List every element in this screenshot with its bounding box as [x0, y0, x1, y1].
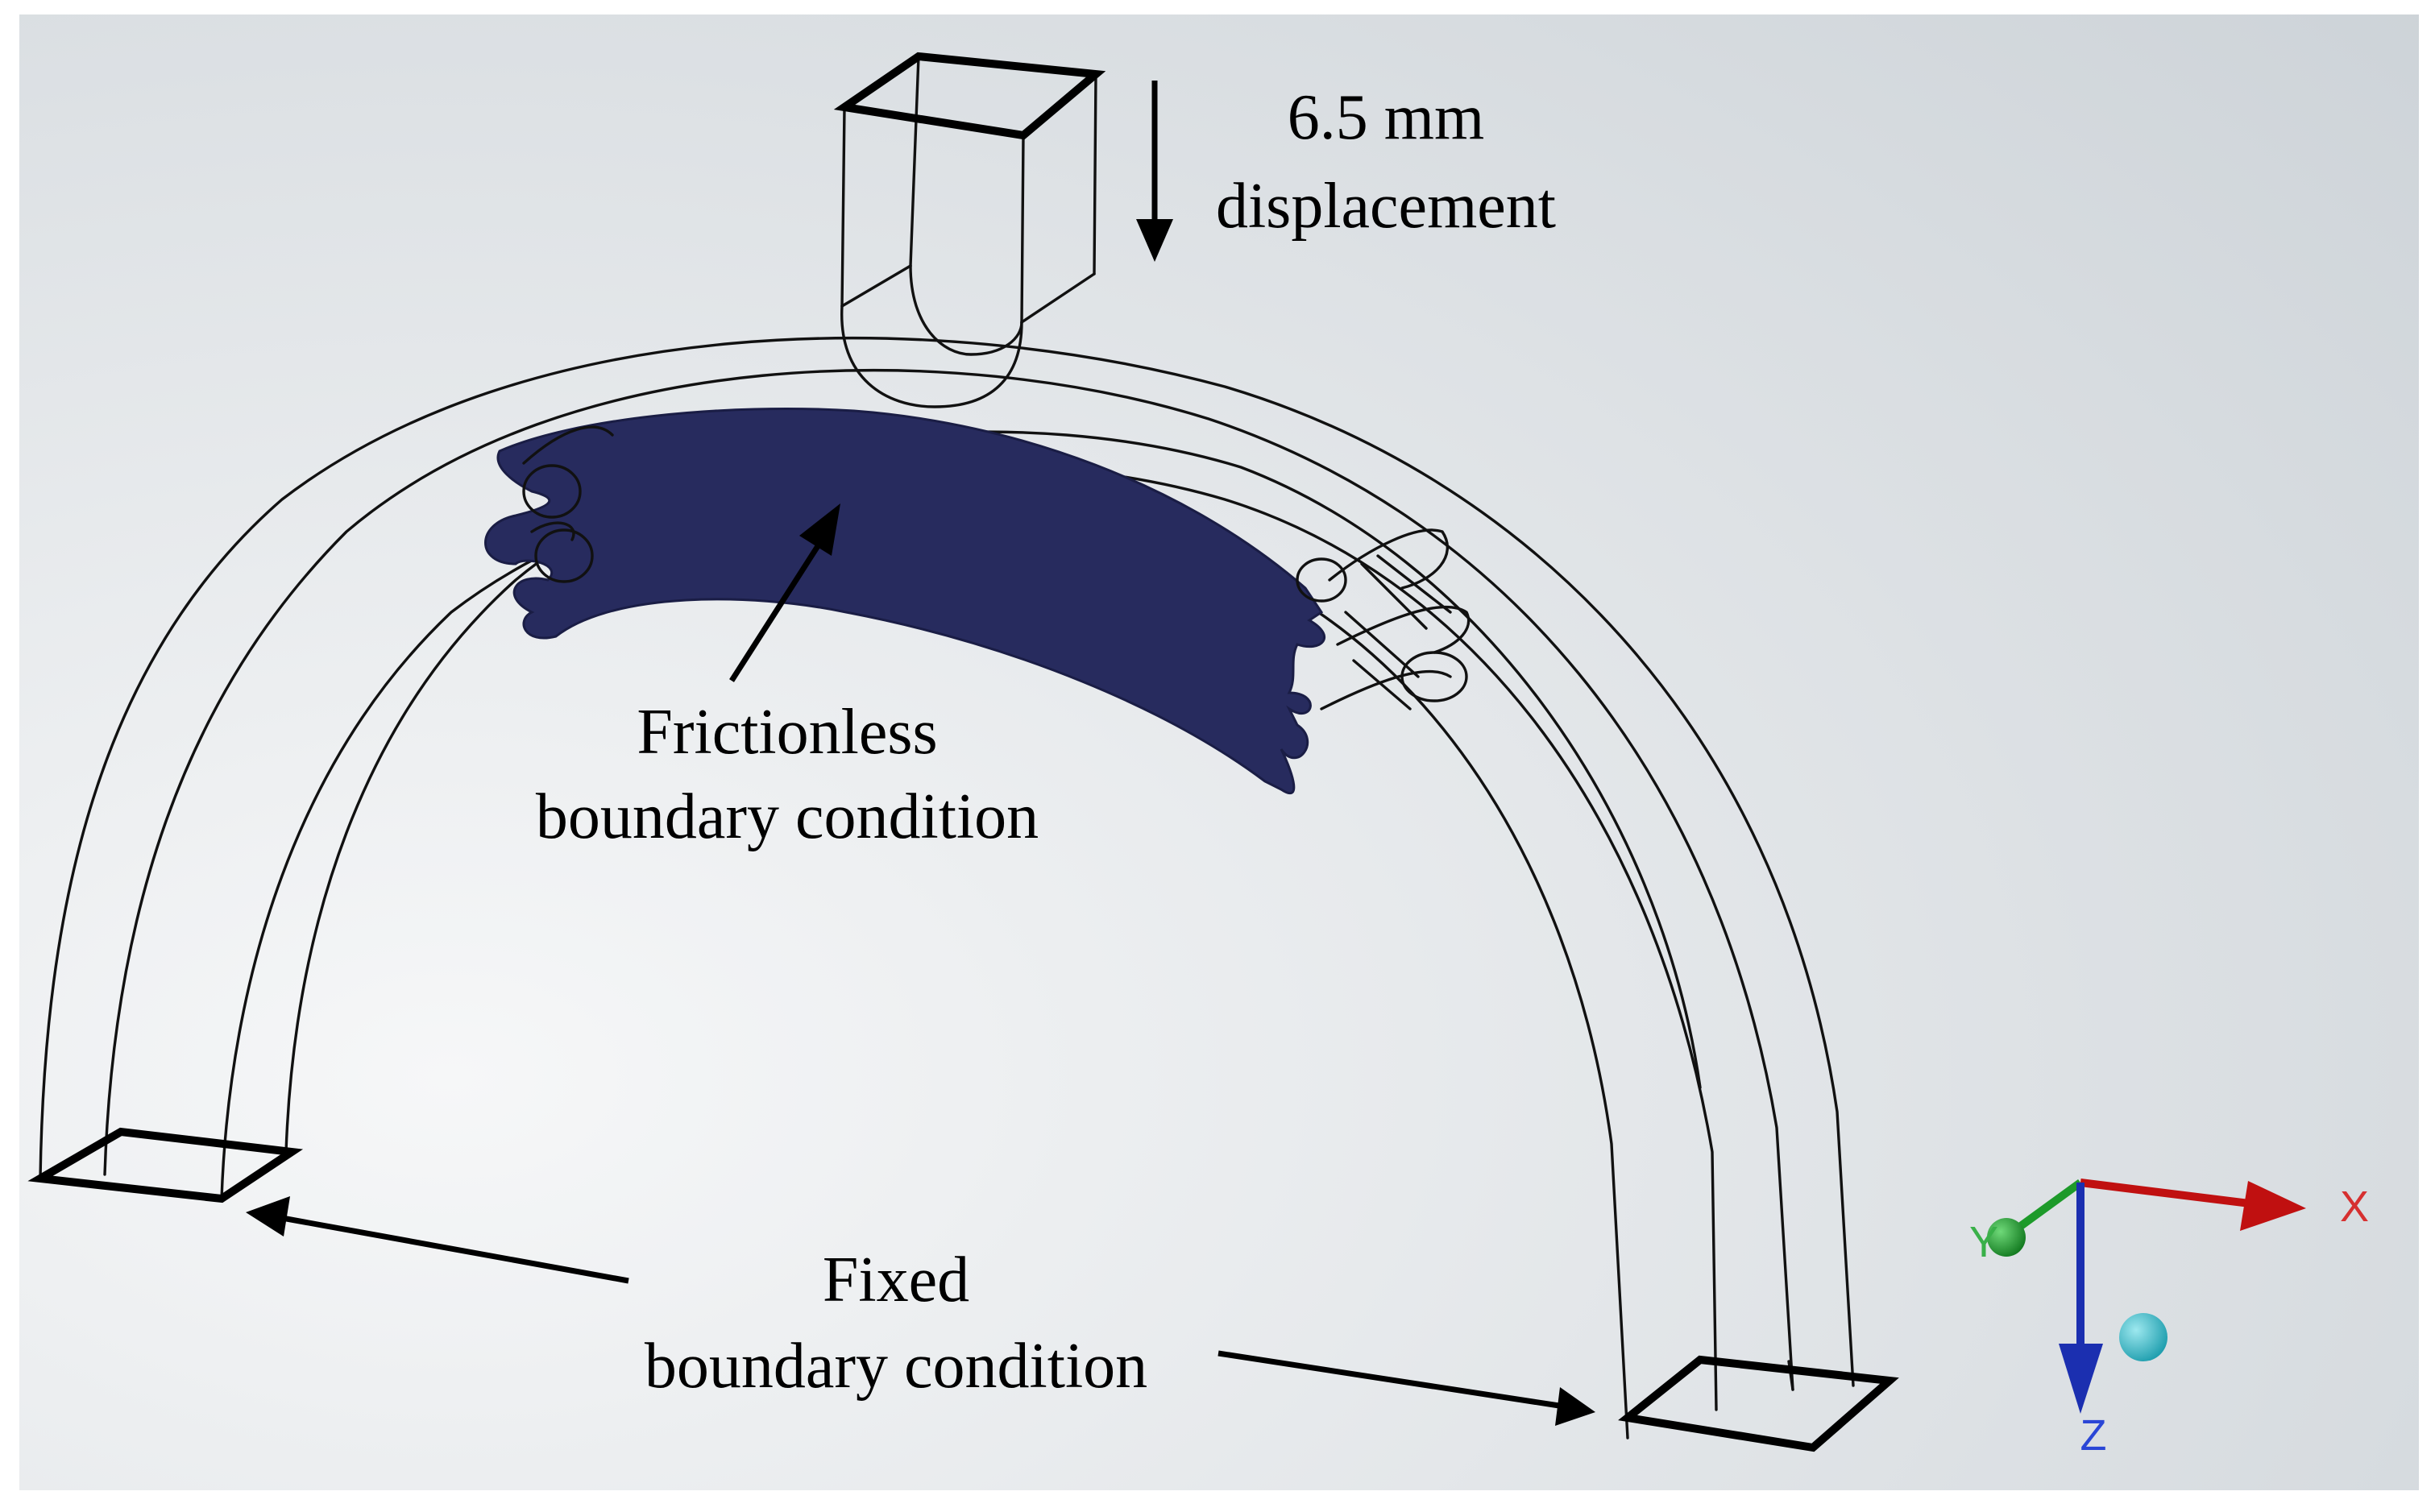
- frictionless-arrow: [729, 538, 824, 682]
- fixed-label-line1: Fixed: [823, 1245, 969, 1315]
- indenter-wireframe: [833, 52, 1106, 408]
- frictionless-arrowhead: [799, 503, 840, 556]
- fixed-label-line2: boundary condition: [645, 1331, 1147, 1402]
- displacement-label-line2: displacement: [1216, 171, 1556, 242]
- y-axis-label: Y: [1969, 1218, 1998, 1266]
- fixed-base-left: [27, 1127, 304, 1203]
- fixed-arrowhead-right: [1555, 1387, 1595, 1426]
- x-axis-label: X: [2340, 1183, 2369, 1231]
- frictionless-label-line2: boundary condition: [536, 781, 1039, 852]
- displacement-label-line1: 6.5 mm: [1288, 82, 1484, 153]
- fixed-annotation: Fixed boundary condition: [246, 1196, 1595, 1426]
- z-axis-label: Z: [2080, 1411, 2107, 1460]
- fixed-base-right: [1618, 1355, 1899, 1452]
- x-axis-arrowhead: [2240, 1181, 2306, 1231]
- coordinate-triad: X Y Z: [1969, 1179, 2369, 1460]
- frictionless-face: [484, 407, 1471, 795]
- fixed-arrow-right: [1218, 1350, 1560, 1409]
- x-axis-line: [2080, 1179, 2257, 1208]
- fixed-arrow-left: [281, 1215, 629, 1284]
- frictionless-label-line1: Frictionless: [637, 697, 937, 768]
- z-axis-arrowhead: [2059, 1344, 2103, 1414]
- frictionless-annotation: Frictionless boundary condition: [536, 503, 1039, 852]
- fixed-arrowhead-left: [246, 1196, 290, 1237]
- displacement-annotation: 6.5 mm displacement: [1136, 81, 1556, 262]
- displacement-arrowhead: [1136, 219, 1173, 262]
- iso-view-ball[interactable]: [2119, 1313, 2167, 1361]
- y-axis-ball: [1987, 1218, 2026, 1257]
